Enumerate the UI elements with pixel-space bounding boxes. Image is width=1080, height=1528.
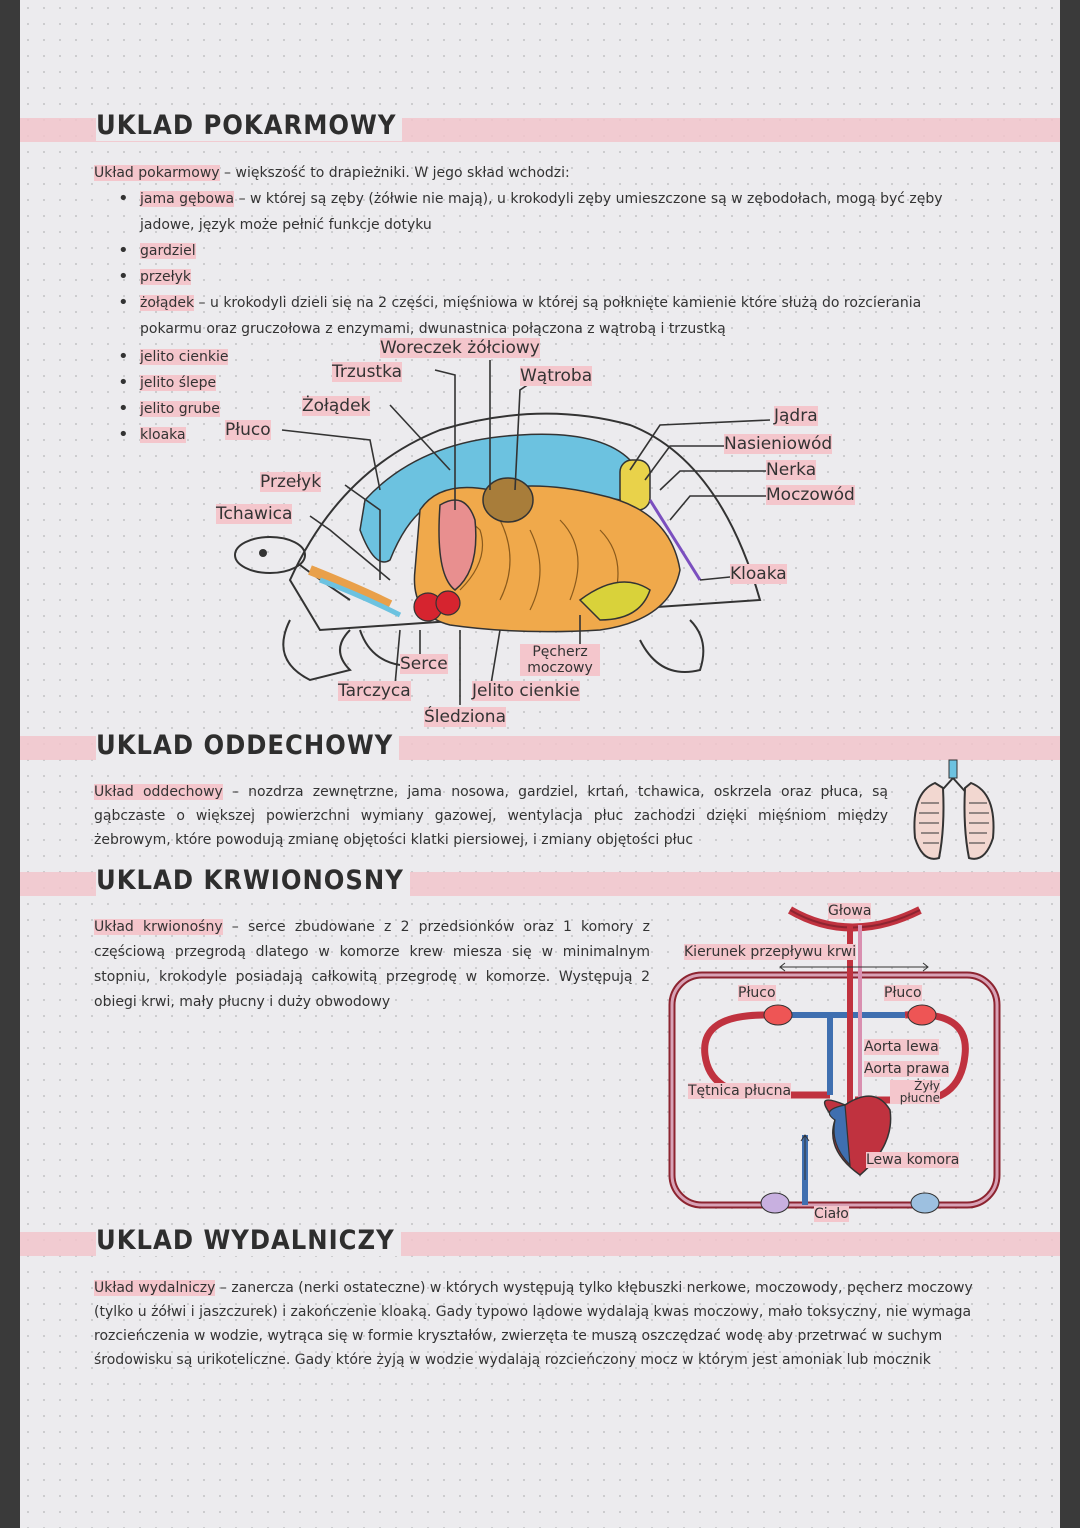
pokarmowy-list-top: jama gębowa – w której są zęby (żółwie n… <box>112 186 972 342</box>
label-nasieniowod: Nasieniowód <box>724 434 833 454</box>
item-term: przełyk <box>140 269 191 285</box>
label-lewa-komora: Lewa komora <box>866 1152 960 1168</box>
label-pluco-left: Płuco <box>738 985 776 1001</box>
urinary-bladder <box>578 581 651 621</box>
oddechowy-rest: – nozdrza zewnętrzne, jama nosowa, gardz… <box>94 784 889 848</box>
label-tarczyca: Tarczyca <box>338 681 411 701</box>
label-przelyk: Przełyk <box>260 472 322 492</box>
label-pluco: Płuco <box>225 420 271 440</box>
item-term: gardziel <box>140 243 196 259</box>
notebook-page: UKLAD POKARMOWY Układ pokarmowy – większ… <box>20 0 1060 1528</box>
item-term: kloaka <box>140 427 186 443</box>
item-term: jelito ślepe <box>140 375 217 391</box>
intro-term: Układ pokarmowy <box>94 165 220 181</box>
label-tchawica: Tchawica <box>216 504 293 524</box>
stomach <box>438 499 477 591</box>
list-item: przełyk <box>112 264 972 290</box>
left-lung-node <box>763 1004 793 1026</box>
label-glowa: Głowa <box>828 903 872 919</box>
label-kloaka: Kloaka <box>730 564 787 584</box>
back-leg <box>639 619 705 673</box>
list-item: jelito cienkie <box>112 344 312 370</box>
label-zyly: Żyły płucne <box>890 1080 940 1104</box>
item-term: jama gębowa <box>140 191 235 207</box>
section-title-oddechowy: UKLAD ODDECHOWY <box>96 730 400 761</box>
label-tetnica: Tętnica płucna <box>688 1083 792 1099</box>
section-title-pokarmowy: UKLAD POKARMOWY <box>96 110 403 141</box>
krwionosny-text: Układ krwionośny – serce zbudowane z 2 p… <box>94 915 650 1015</box>
item-term: jelito grube <box>140 401 220 417</box>
shell-outline <box>288 412 762 632</box>
label-trzustka: Trzustka <box>332 362 403 382</box>
item-rest: – w której są zęby (żółwie nie mają), u … <box>140 191 943 233</box>
front-leg <box>282 619 352 682</box>
label-zoladek: Żołądek <box>302 396 371 416</box>
right-lung <box>963 781 995 860</box>
list-item: jelito grube <box>112 396 312 422</box>
krwionosny-term: Układ krwionośny <box>94 919 223 935</box>
body-node-left <box>760 1192 790 1214</box>
section-title-krwionosny: UKLAD KRWIONOSNY <box>96 865 410 896</box>
body-node-right <box>910 1192 940 1214</box>
lungs-illustration <box>913 759 995 860</box>
item-term: jelito cienkie <box>140 349 229 365</box>
label-sledziona: Śledziona <box>424 707 507 727</box>
pokarmowy-list-bottom: jelito cienkie jelito ślepe jelito grube… <box>112 344 312 448</box>
turtle-head <box>234 536 306 574</box>
turtle-anatomy-diagram <box>234 360 780 705</box>
label-woreczek: Woreczek żółciowy <box>380 338 540 358</box>
label-aorta-lewa: Aorta lewa <box>864 1039 939 1055</box>
vas-deferens <box>648 499 702 581</box>
list-item: gardziel <box>112 238 972 264</box>
label-jadra: Jądra <box>774 406 818 426</box>
wydalniczy-text: Układ wydalniczy – zanercza (nerki ostat… <box>94 1276 984 1372</box>
left-lung <box>913 781 945 860</box>
wydalniczy-term: Układ wydalniczy <box>94 1280 216 1296</box>
label-moczowod: Moczowód <box>766 485 855 505</box>
oddechowy-term: Układ oddechowy <box>94 784 223 800</box>
item-rest: – u krokodyli dzieli się na 2 części, mi… <box>140 295 922 337</box>
label-pluco-right: Płuco <box>884 985 922 1001</box>
list-item: jelito ślepe <box>112 370 312 396</box>
krwionosny-rest: – serce zbudowane z 2 przedsionków oraz … <box>94 919 650 1010</box>
pokarmowy-intro: Układ pokarmowy – większość to drapieżni… <box>94 160 994 186</box>
label-aorta-prawa: Aorta prawa <box>864 1061 950 1077</box>
label-jelito: Jelito cienkie <box>472 681 580 701</box>
wydalniczy-rest: – zanercza (nerki ostateczne) w których … <box>94 1280 973 1368</box>
label-serce: Serce <box>400 654 448 674</box>
list-item: kloaka <box>112 422 312 448</box>
right-lung-node <box>907 1004 937 1026</box>
item-term: żołądek <box>140 295 195 311</box>
label-kierunek: Kierunek przepływu krwi <box>684 944 857 960</box>
label-cialo: Ciało <box>814 1206 849 1222</box>
gallbladder <box>482 477 534 523</box>
label-nerka: Nerka <box>766 460 817 480</box>
section-title-wydalniczy: UKLAD WYDALNICZY <box>96 1225 401 1256</box>
label-watroba: Wątroba <box>520 366 593 386</box>
oddechowy-text: Układ oddechowy – nozdrza zewnętrzne, ja… <box>94 780 888 852</box>
trachea <box>308 565 393 610</box>
esophagus <box>319 577 402 618</box>
turtle-eye <box>259 549 267 557</box>
label-pecherz: Pęcherz moczowy <box>520 644 600 676</box>
list-item: żołądek – u krokodyli dzieli się na 2 cz… <box>112 290 972 342</box>
list-item: jama gębowa – w której są zęby (żółwie n… <box>112 186 972 238</box>
intro-rest: – większość to drapieżniki. W jego skład… <box>219 165 570 181</box>
